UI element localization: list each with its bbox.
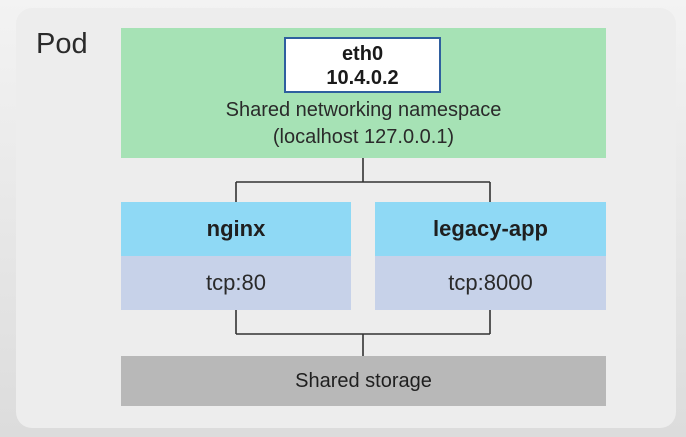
container-nginx-port: tcp:80 (121, 256, 351, 310)
container-legacy-app-name: legacy-app (375, 202, 606, 256)
namespace-label: Shared networking namespace (225, 99, 502, 121)
shared-storage-box: Shared storage (121, 356, 606, 406)
container-nginx-name: nginx (121, 202, 351, 256)
interface-name: eth0 (341, 43, 384, 65)
container-legacy-app-port: tcp:8000 (375, 256, 606, 310)
pod-label: Pod (36, 28, 88, 60)
interface-ip: 10.4.0.2 (326, 67, 399, 89)
eth0-interface-box: eth0 10.4.0.2 (284, 37, 441, 93)
localhost-label: (localhost 127.0.0.1) (272, 126, 455, 148)
